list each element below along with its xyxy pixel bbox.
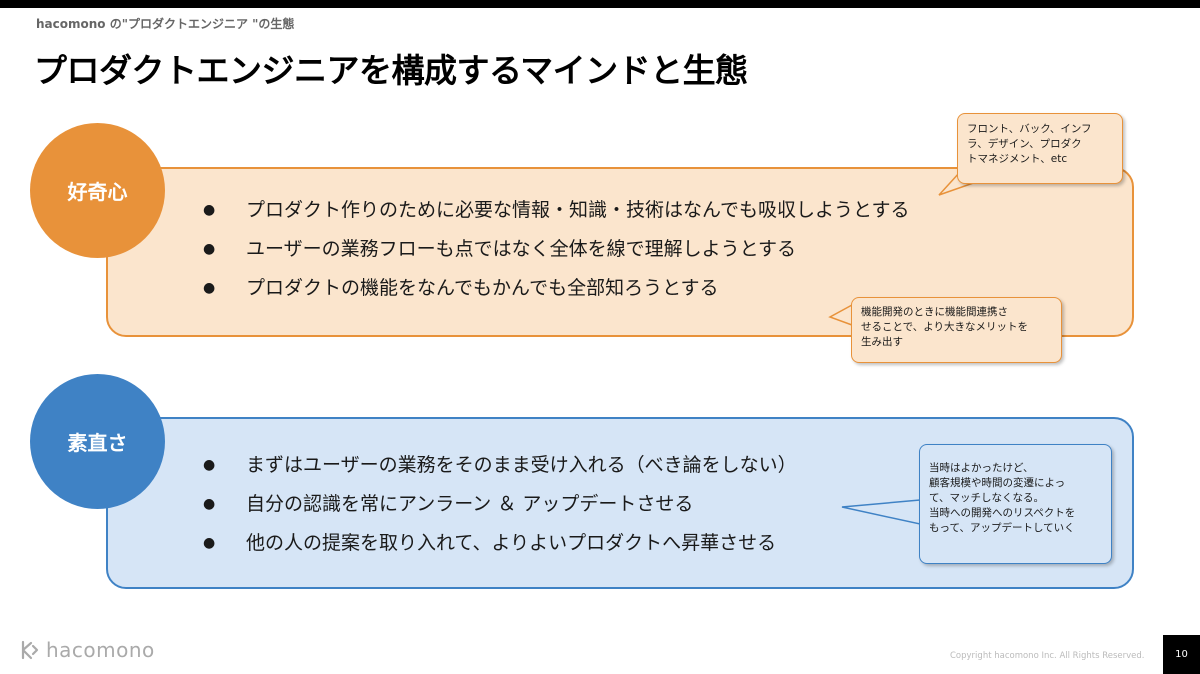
bullet-dot-icon: ● [203,535,216,551]
copyright-text: Copyright hacomono Inc. All Rights Reser… [950,651,1145,661]
top-bar [0,0,1200,8]
callout-feature-linkage: 機能開発のときに機能間連携さ せることで、より大きなメリットを 生み出す [851,297,1062,363]
honesty-bullet: ●まずはユーザーの業務をそのまま受け入れる（べき論をしない） [203,446,797,485]
bullet-dot-icon: ● [203,457,216,473]
callout-tech-scope: フロント、バック、インフ ラ、デザイン、プロダク トマネジメント、etc [957,113,1123,184]
honesty-badge: 素直さ [30,374,165,509]
honesty-bullet: ●他の人の提案を取り入れて、よりよいプロダクトへ昇華させる [203,524,797,563]
hacomono-logo-icon [21,640,39,660]
breadcrumb: hacomono の"プロダクトエンジニア "の生態 [36,17,295,31]
callout-respect-update: 当時はよかったけど、 顧客規模や時間の変遷によっ て、マッチしなくなる。 当時へ… [919,444,1112,564]
honesty-label: 素直さ [67,431,128,455]
logo-text: hacomono [46,638,155,662]
curiosity-bullet: ●ユーザーの業務フローも点ではなく全体を線で理解しようとする [203,230,909,269]
bullet-dot-icon: ● [203,202,216,218]
honesty-bullet: ●自分の認識を常にアンラーン ＆ アップデートさせる [203,485,797,524]
curiosity-label: 好奇心 [67,180,128,204]
hacomono-logo: hacomono [20,638,155,662]
curiosity-badge: 好奇心 [30,123,165,258]
curiosity-bullet: ●プロダクト作りのために必要な情報・知識・技術はなんでも吸収しようとする [203,191,909,230]
bullet-dot-icon: ● [203,280,216,296]
honesty-bullet-list: ●まずはユーザーの業務をそのまま受け入れる（べき論をしない） ●自分の認識を常に… [203,446,797,563]
bullet-dot-icon: ● [203,241,216,257]
curiosity-bullet-list: ●プロダクト作りのために必要な情報・知識・技術はなんでも吸収しようとする ●ユー… [203,191,909,308]
curiosity-bullet: ●プロダクトの機能をなんでもかんでも全部知ろうとする [203,269,909,308]
callout-tail-3 [841,499,921,525]
bullet-dot-icon: ● [203,496,216,512]
page-number: 10 [1163,635,1200,674]
page-title: プロダクトエンジニアを構成するマインドと生態 [34,51,748,90]
